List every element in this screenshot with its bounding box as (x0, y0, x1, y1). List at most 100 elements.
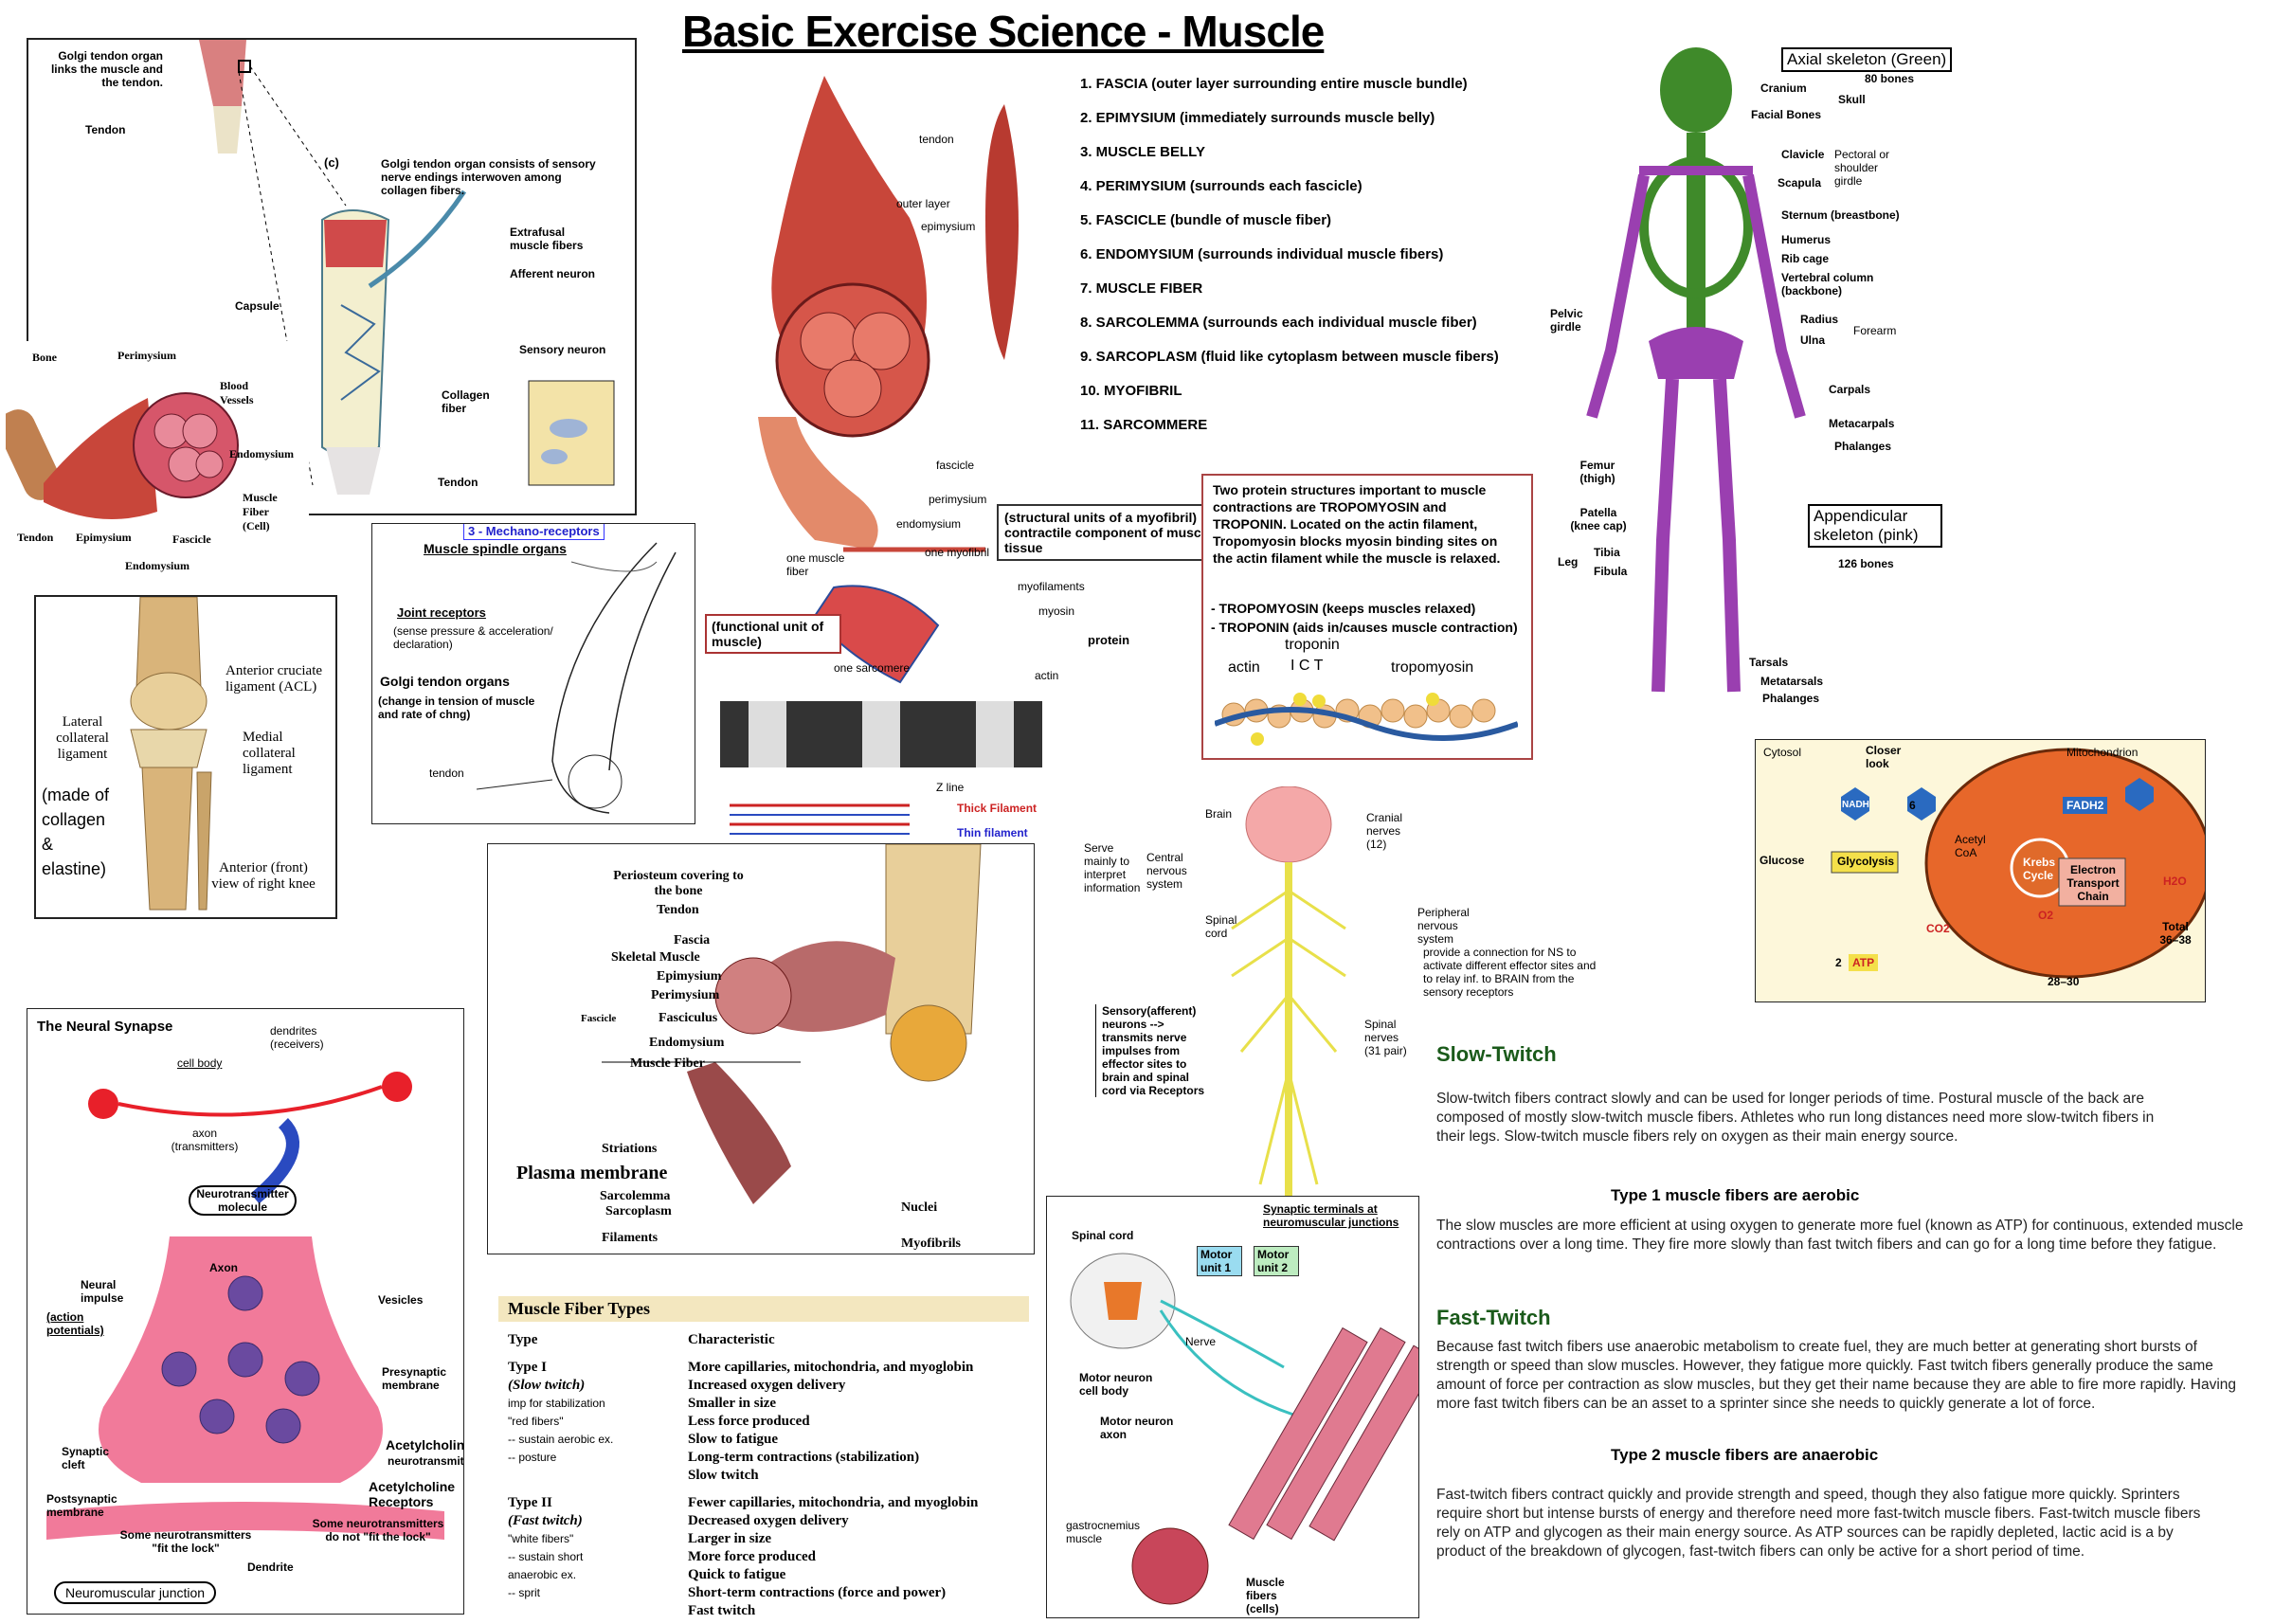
skel-appendicular: Appendicular skeleton (pink) (1808, 504, 1942, 548)
skel-cranium: Cranium (1760, 81, 1807, 95)
bone-muscle-fiber: Muscle Fiber (630, 1056, 705, 1071)
meta-atp: ATP (1849, 954, 1879, 971)
skel-pectoral: Pectoral or shoulder girdle (1834, 148, 1890, 188)
motor-gastro: gastrocnemius muscle (1066, 1519, 1141, 1545)
ms-perimysium: perimysium (929, 493, 987, 506)
skel-phalanges2: Phalanges (1762, 692, 1820, 705)
muscle-cross-section: Bone Perimysium Blood Vessels Endomysium… (6, 341, 309, 578)
bone-perimysium: Perimysium (651, 988, 720, 1002)
meta-mito: Mitochondrion (2066, 746, 2139, 759)
synapse-action: (action potentials) (46, 1310, 104, 1337)
synapse-vesicles: Vesicles (378, 1293, 424, 1307)
slow-twitch-heading: Slow-Twitch (1436, 1042, 1557, 1066)
skel-scapula: Scapula (1778, 176, 1822, 189)
meta-krebs: Krebs Cycle (2023, 856, 2056, 882)
skel-tibia: Tibia (1594, 546, 1620, 559)
ft-char: More force produced (688, 1549, 816, 1564)
meta-n28: 28–30 (2048, 975, 2080, 988)
motor-unit-illustration (1070, 1253, 1418, 1605)
bone-fasciculus: Fasciculus (659, 1011, 718, 1025)
layer-item: 5. FASCICLE (bundle of muscle fiber) (1080, 212, 1332, 228)
layer-item: 7. MUSCLE FIBER (1080, 280, 1203, 297)
skel-tarsals: Tarsals (1749, 656, 1789, 669)
meta-n6: 6 (1909, 799, 1916, 812)
ms-endomysium: endomysium (896, 517, 962, 531)
mechano-golgi-note: (change in tension of muscle and rate of… (378, 695, 535, 721)
spindle-illustration (476, 542, 677, 814)
ms-one-fiber: one muscle fiber (786, 551, 845, 578)
skel-skull: Skull (1838, 93, 1866, 106)
ft-type1-note: -- posture (508, 1451, 557, 1464)
ft-col-type: Type (508, 1332, 538, 1347)
bone-muscle-illustration (602, 844, 982, 1204)
skel-radius: Radius (1800, 313, 1839, 326)
muscle-layers-list: 1. FASCIA (outer layer surrounding entir… (1080, 76, 1499, 451)
muscle-structure-illustration (720, 76, 1042, 835)
ms-thin: Thin filament (957, 826, 1028, 839)
knee-made-of: (made of collagen & elastine) (42, 785, 110, 878)
fast-twitch-heading: Fast-Twitch (1436, 1306, 1551, 1329)
mechano-golgi: Golgi tendon organs (380, 674, 510, 689)
ft-char: Long-term contractions (stabilization) (688, 1450, 920, 1465)
synapse-notfit: Some neurotransmitters do not "fit the l… (312, 1517, 444, 1543)
type2-para: Fast-twitch fibers contract quickly and … (1436, 1487, 2201, 1560)
proteins-trop2: - TROPONIN (aids in/causes muscle contra… (1211, 620, 1518, 635)
skel-metacarpals: Metacarpals (1829, 417, 1895, 430)
ft-type2-note: -- sustain short anaerobic ex. (508, 1550, 584, 1581)
ms-thick: Thick Filament (957, 802, 1038, 815)
meta-fadh: FADH2 (2063, 797, 2108, 814)
cross-perimysium: Perimysium (117, 349, 176, 362)
skel-sternum: Sternum (breastbone) (1781, 208, 1900, 222)
motor-mu1: Motor unit 1 (1197, 1246, 1242, 1276)
ns-serve: Serve mainly to interpret information (1084, 841, 1141, 894)
ft-type1-sub: (Slow twitch) (508, 1378, 586, 1393)
proteins-panel: Two protein structures important to musc… (1201, 474, 1533, 760)
skel-carpals: Carpals (1829, 383, 1871, 396)
motor-axon: Motor neuron axon (1100, 1415, 1174, 1441)
synapse-axon: Axon (209, 1261, 238, 1274)
knee-illustration (130, 597, 212, 911)
cross-epimysium: Epimysium (76, 531, 132, 544)
motor-spinal: Spinal cord (1072, 1229, 1134, 1242)
ns-pns: Peripheral nervous system (1417, 906, 1470, 946)
skel-leg: Leg (1558, 555, 1579, 568)
synapse-dendrite: Dendrite (247, 1561, 294, 1574)
skel-humerus: Humerus (1781, 233, 1832, 246)
ft-type1-note: "red fibers" (508, 1415, 564, 1428)
proteins-actin: actin (1228, 659, 1260, 676)
ms-myofilaments: myofilaments (1018, 580, 1085, 593)
ms-one-sarcomere: one sarcomere (834, 661, 911, 675)
cross-tendon: Tendon (17, 531, 54, 544)
motor-synaptic: Synaptic terminals at neuromuscular junc… (1263, 1202, 1399, 1229)
meta-co2: CO2 (1926, 922, 1950, 935)
ns-cns: Central nervous system (1146, 851, 1187, 891)
cross-muscle-fiber: Muscle Fiber (Cell) (243, 491, 278, 532)
golgi-afferent: Afferent neuron (510, 267, 595, 280)
ms-functional-box: (functional unit of muscle) (705, 614, 841, 654)
bone-striations: Striations (602, 1142, 658, 1156)
bone-epimysium: Epimysium (657, 969, 722, 983)
skel-axial-count: 80 bones (1865, 72, 1915, 85)
synapse-axon-label: axon (transmitters) (171, 1127, 239, 1153)
layer-item: 10. MYOFIBRIL (1080, 383, 1182, 399)
type1-para: The slow muscles are more efficient at u… (1436, 1218, 2244, 1253)
skel-metatarsals: Metatarsals (1760, 675, 1824, 688)
synapse-title: The Neural Synapse (37, 1019, 173, 1035)
meta-closer: Closer look (1866, 744, 1902, 770)
synapse-ach: Acetylcholine (386, 1437, 464, 1453)
ns-brain: Brain (1205, 807, 1233, 821)
meta-total: Total 36–38 (2159, 920, 2192, 947)
golgi-links-label: Golgi tendon organ links the muscle and … (50, 49, 163, 89)
bone-fascia: Fascia (674, 933, 711, 947)
actin-filament-illustration (1215, 693, 1518, 746)
ft-type2-note: "white fibers" (508, 1532, 574, 1545)
ft-char: Short-term contractions (force and power… (688, 1585, 947, 1600)
layer-item: 11. SARCOMMERE (1080, 417, 1208, 433)
skel-facial: Facial Bones (1751, 108, 1822, 121)
skel-fibula: Fibula (1594, 565, 1628, 578)
bone-filaments: Filaments (602, 1231, 659, 1245)
motor-cell-body: Motor neuron cell body (1079, 1371, 1153, 1398)
ft-char: Slow to fatigue (688, 1432, 778, 1447)
knee-mcl: Medial collateral ligament (243, 730, 296, 777)
skel-axial: Axial skeleton (Green) (1781, 47, 1953, 72)
